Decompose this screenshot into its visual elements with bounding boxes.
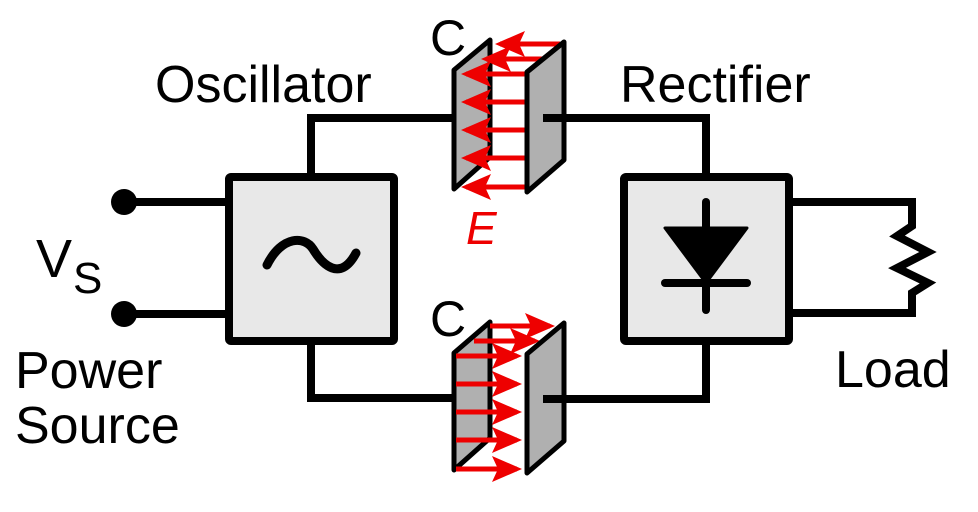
wire-bottom-capacitor-to-rectifier (543, 337, 710, 403)
wire-oscillator-to-top-capacitor (307, 114, 460, 181)
sine-wave-icon (262, 235, 361, 274)
capacitor-top: C E (430, 10, 567, 254)
diode-icon (661, 198, 751, 314)
source-voltage-label: V (36, 229, 72, 289)
capacitor-label-top: C (430, 10, 466, 66)
rectifier-label: Rectifier (620, 56, 811, 114)
power-label: Power (15, 342, 162, 400)
source-voltage-subscript: S (73, 254, 102, 303)
electric-field-bottom (456, 313, 555, 482)
capacitor-bottom: C (430, 291, 567, 482)
resistor-zigzag-icon (785, 198, 937, 317)
power-source: V S Power Source (15, 189, 233, 455)
wire-top-capacitor-to-rectifier (543, 114, 710, 181)
terminal-dot-icon (111, 301, 137, 327)
electric-field-label: E (466, 202, 498, 254)
load: Load (785, 198, 951, 399)
terminal-dot-icon (111, 189, 137, 215)
source-label: Source (15, 397, 180, 455)
oscillator-label: Oscillator (155, 56, 372, 114)
oscillator: Oscillator (155, 56, 398, 345)
load-label: Load (835, 341, 951, 399)
rectifier: Rectifier (620, 56, 811, 345)
electric-field-top (461, 31, 560, 200)
capacitor-label-bottom: C (430, 291, 466, 347)
wire-oscillator-to-bottom-capacitor (307, 337, 460, 402)
oscillator-block (225, 173, 398, 345)
